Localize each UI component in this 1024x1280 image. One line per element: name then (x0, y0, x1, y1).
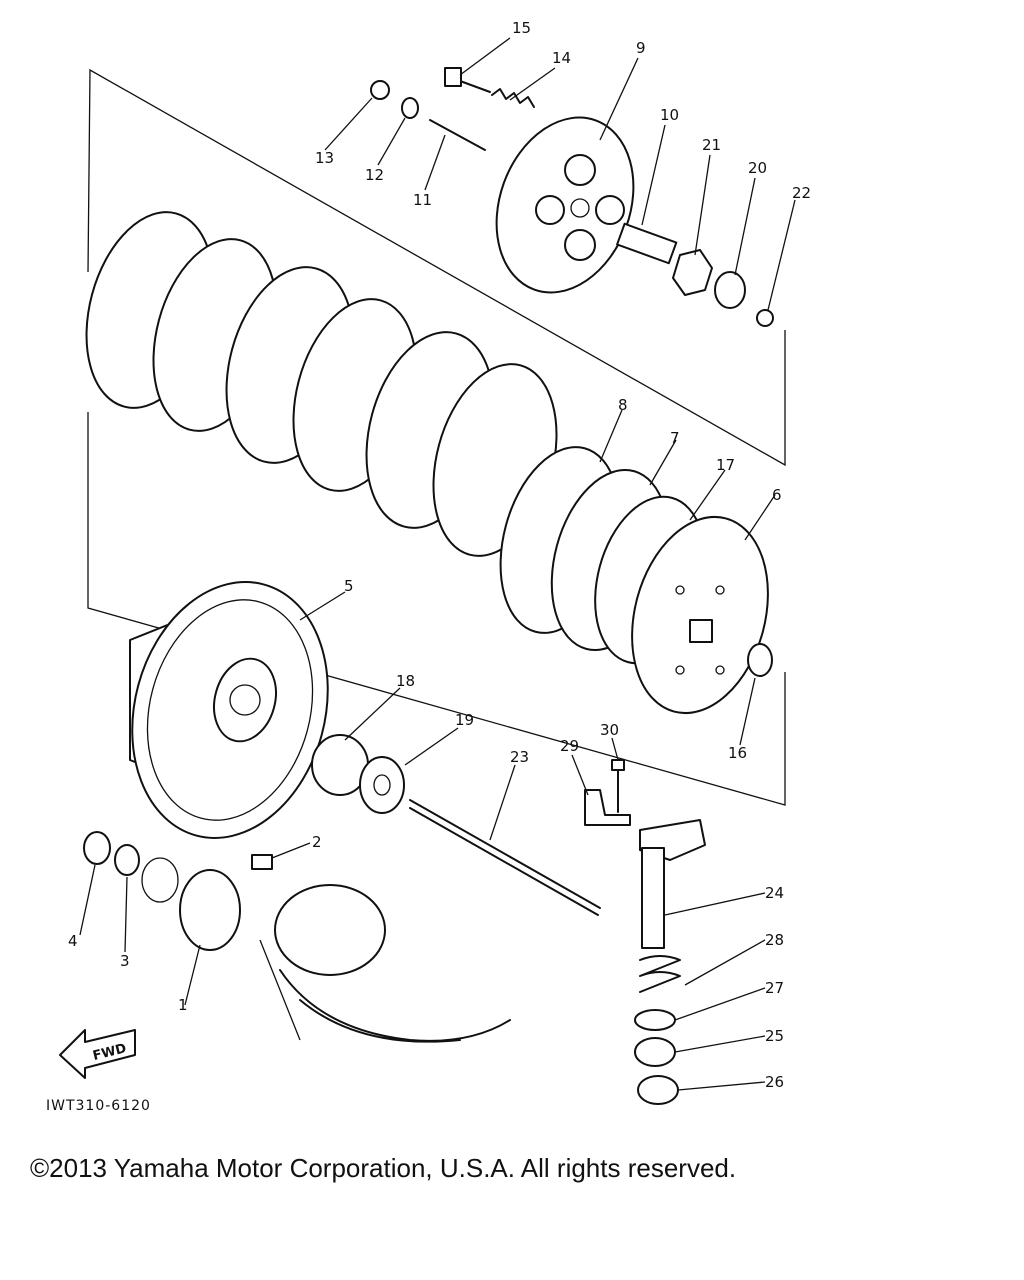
spring-28 (639, 955, 681, 993)
callout-labels: 15 14 9 13 12 11 10 21 20 22 8 7 17 6 5 … (68, 19, 811, 1091)
callout-label: 30 (600, 721, 619, 739)
callout-label: 8 (618, 396, 628, 414)
nut-4 (83, 831, 111, 865)
callout-label: 22 (792, 184, 811, 202)
callout-label: 29 (560, 737, 579, 755)
callout-label: 14 (552, 49, 571, 67)
callout-label: 9 (636, 39, 646, 57)
bearing-26 (637, 1075, 679, 1105)
callout-label: 24 (765, 884, 784, 902)
callout-label: 2 (312, 833, 322, 851)
spring-14 (491, 88, 535, 108)
callout-label: 28 (765, 931, 784, 949)
washer-19 (359, 756, 405, 814)
primary-drive-parts (83, 831, 511, 1043)
callout-label: 11 (413, 191, 432, 209)
callout-label: 17 (716, 456, 735, 474)
callout-label: 20 (748, 159, 767, 177)
clutch-exploded-view: 15 14 9 13 12 11 10 21 20 22 8 7 17 6 5 … (46, 19, 811, 1114)
housing-spacer-parts (311, 734, 601, 916)
callout-label: 23 (510, 748, 529, 766)
callout-label: 19 (455, 711, 474, 729)
plate-29 (584, 789, 631, 826)
callout-label: 18 (396, 672, 415, 690)
push-rod-10 (616, 222, 678, 265)
callout-label: 4 (68, 932, 78, 950)
callout-label: 5 (344, 577, 354, 595)
leader-lines (79, 37, 796, 1091)
callout-label: 27 (765, 979, 784, 997)
washer-12 (401, 97, 419, 119)
callout-label: 3 (120, 952, 130, 970)
seal-25 (634, 1037, 676, 1067)
pressure-plate-hardware (370, 67, 774, 327)
callout-label: 13 (315, 149, 334, 167)
key-2 (251, 854, 273, 870)
callout-label: 26 (765, 1073, 784, 1091)
clutch-housing (129, 581, 329, 839)
clutch-plate-stack (85, 211, 706, 665)
gear-1 (179, 869, 241, 951)
push-lever-assembly (584, 759, 706, 1105)
callout-label: 12 (365, 166, 384, 184)
callout-label: 16 (728, 744, 747, 762)
upper-assembly-bracket (87, 68, 786, 806)
clutch-boss (631, 515, 773, 715)
washer-20 (714, 271, 746, 309)
stud-11 (429, 119, 486, 151)
washer-27 (634, 1009, 676, 1031)
callout-label: 15 (512, 19, 531, 37)
washer-16 (747, 643, 773, 677)
callout-label: 1 (178, 996, 188, 1014)
callout-label: 6 (772, 486, 782, 504)
ball-22 (756, 309, 774, 327)
pressure-plate (495, 116, 635, 294)
callout-label: 7 (670, 429, 680, 447)
drawing-id: IWT310-6120 (46, 1098, 151, 1114)
nut-21 (672, 249, 713, 296)
nut-13 (370, 80, 390, 100)
copyright-notice: ©2013 Yamaha Motor Corporation, U.S.A. A… (30, 1153, 737, 1183)
callout-label: 25 (765, 1027, 784, 1045)
push-lever-24 (641, 847, 665, 949)
washer-3 (114, 844, 140, 876)
callout-label: 21 (702, 136, 721, 154)
fwd-arrow-icon: FWD (59, 1029, 136, 1079)
push-rod-23 (409, 799, 601, 909)
callout-label: 10 (660, 106, 679, 124)
